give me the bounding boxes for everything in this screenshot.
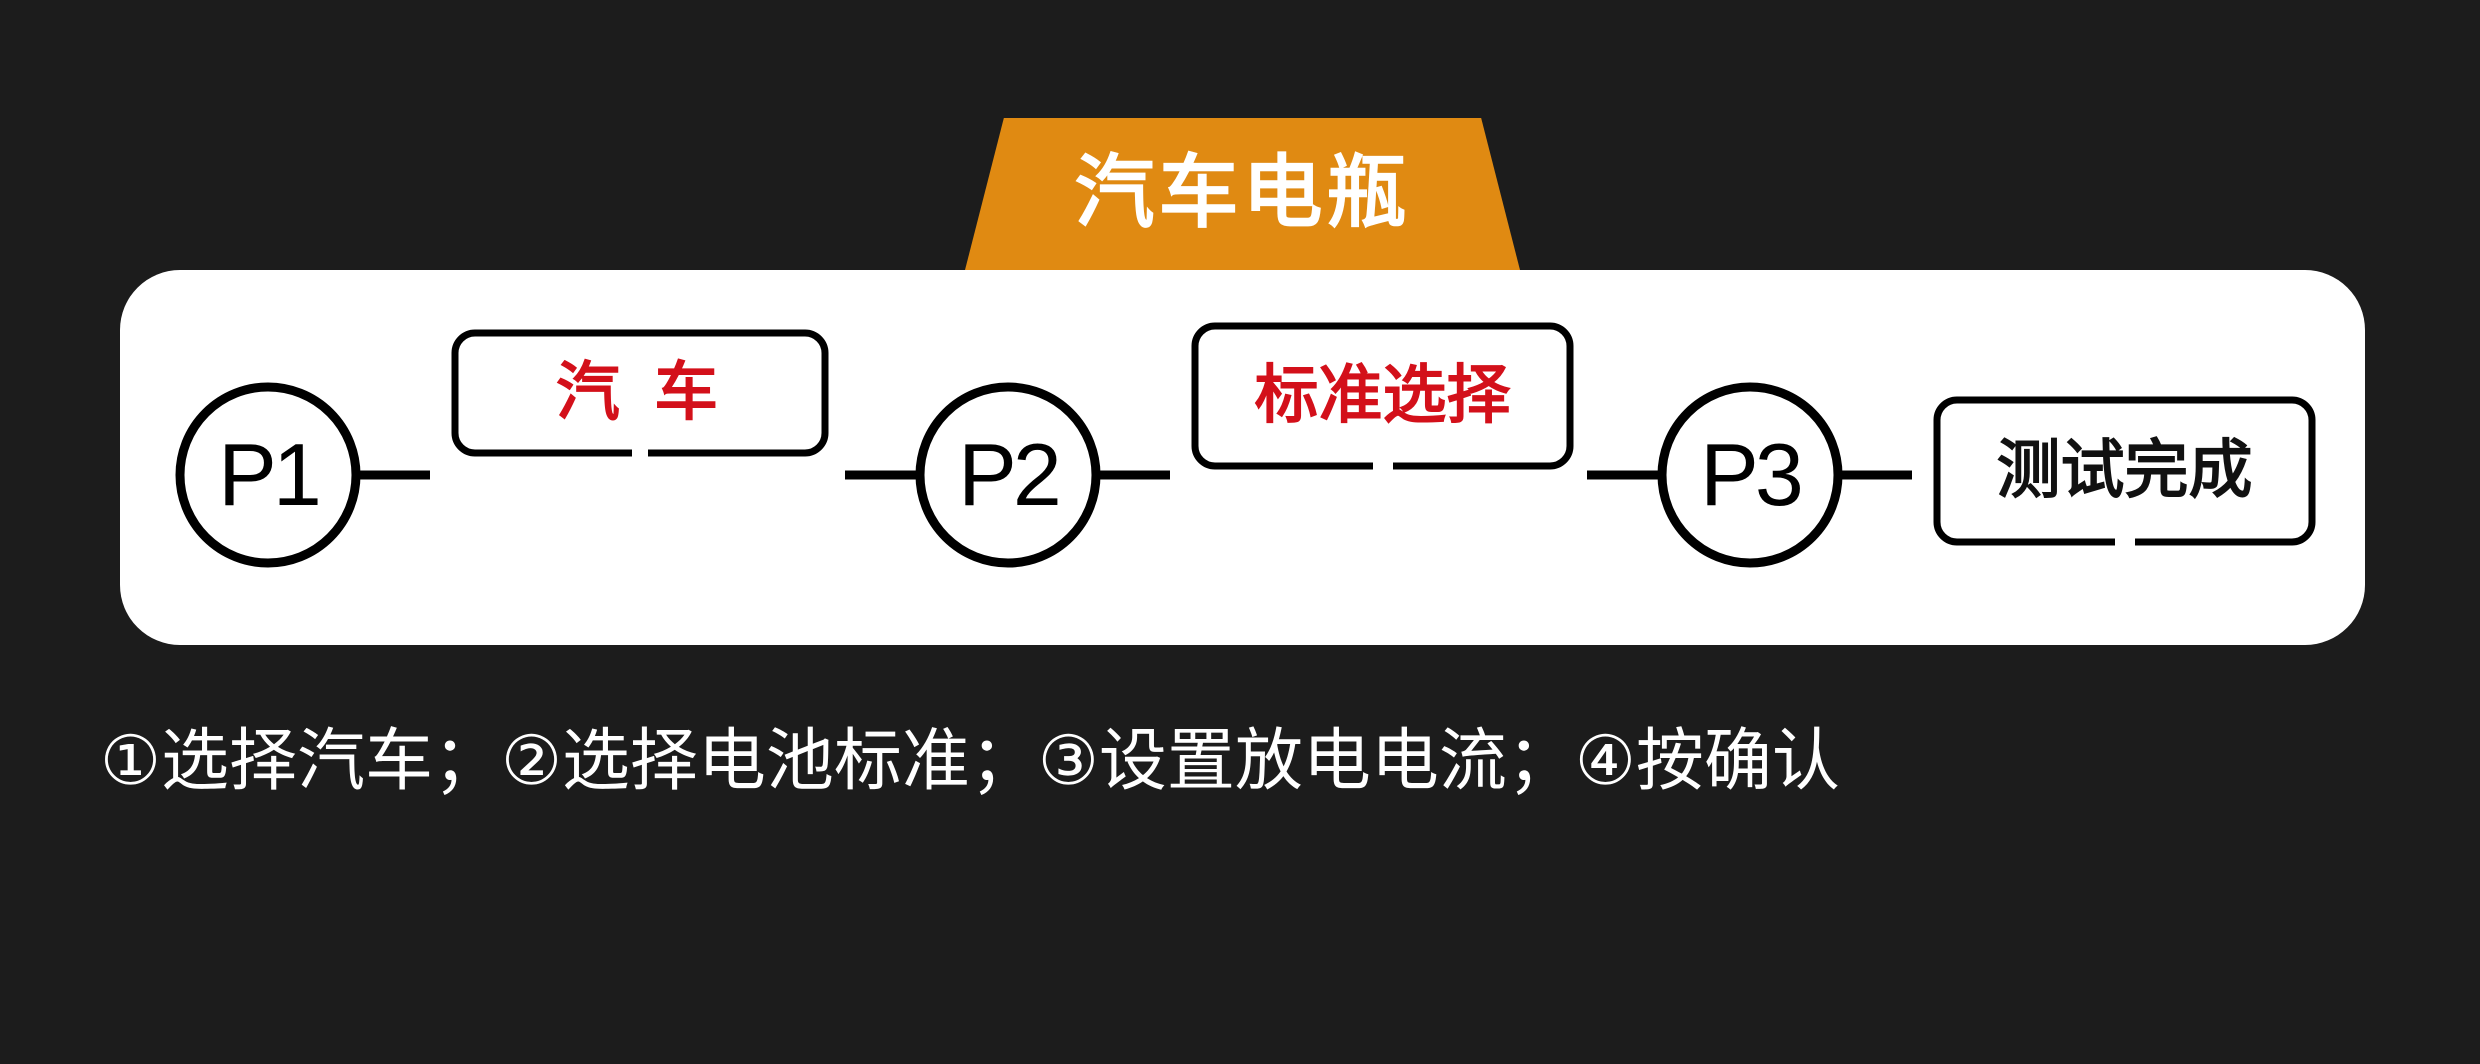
step-car-label: 汽 车 (555, 356, 725, 430)
node-p2-label: P2 (958, 425, 1062, 524)
node-p3-label: P3 (1700, 425, 1804, 524)
title-text: 汽车电瓶 (1074, 146, 1411, 239)
node-p1-label: P1 (218, 425, 322, 524)
step-done-label: 测试完成 (1996, 434, 2253, 508)
title-tab (965, 118, 1520, 270)
instructions-text: ①选择汽车；②选择电池标准；③设置放电电流；④按确认 (100, 722, 1840, 801)
step-standard-label: 标准选择 (1254, 359, 1511, 433)
